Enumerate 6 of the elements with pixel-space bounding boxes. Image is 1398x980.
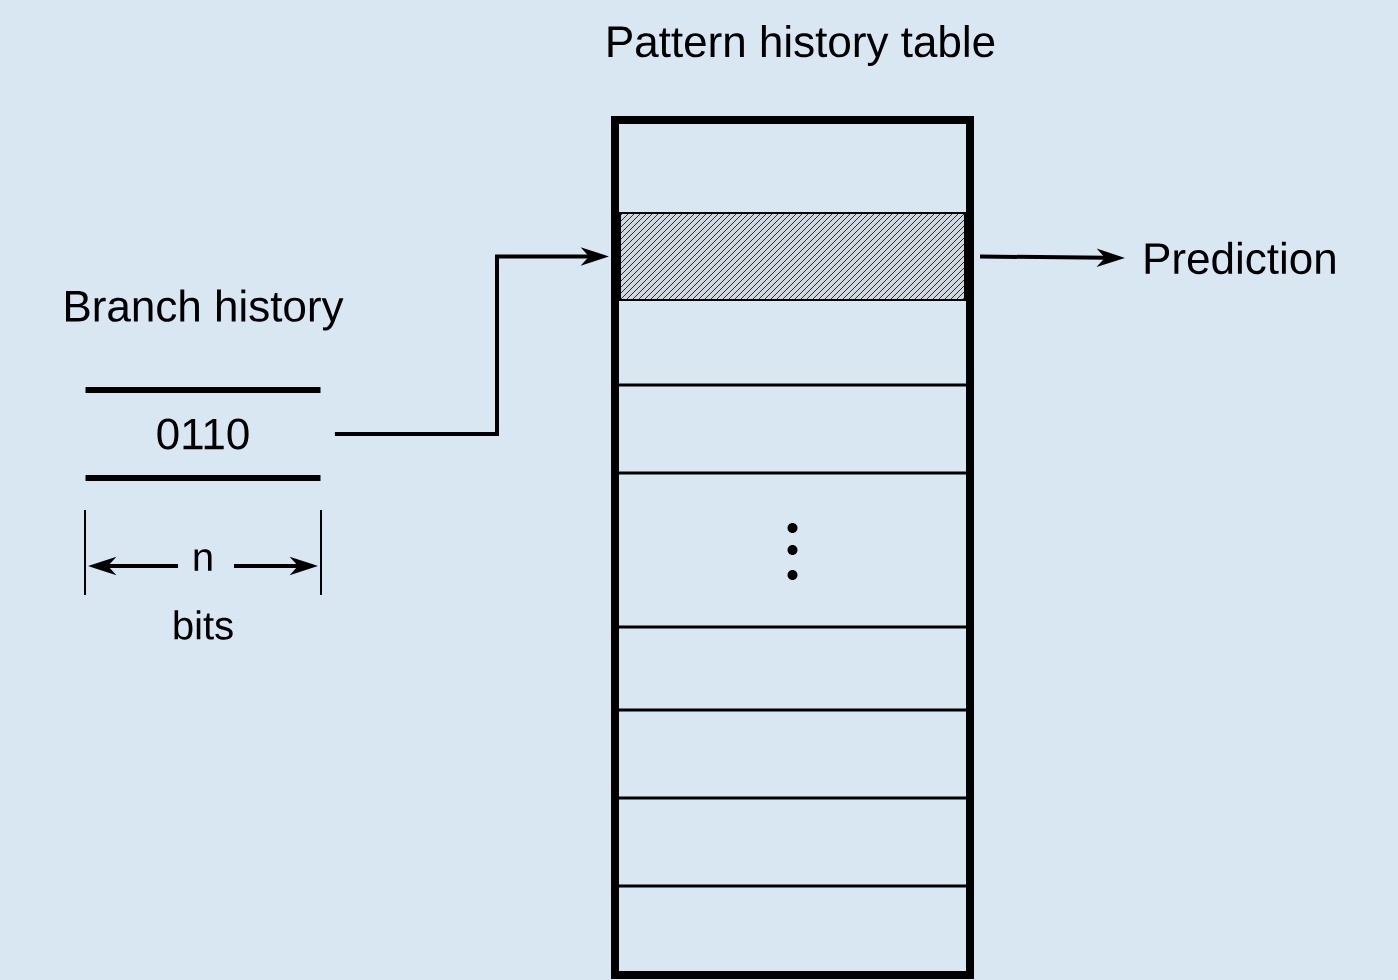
table-title: Pattern history table [608, 25, 995, 66]
dimension-label: bits [174, 610, 233, 640]
register-label: Branch history [66, 289, 344, 331]
output-label: Prediction [1145, 241, 1335, 275]
dimension-label: n [194, 549, 212, 571]
register: 0110 [85, 387, 321, 481]
